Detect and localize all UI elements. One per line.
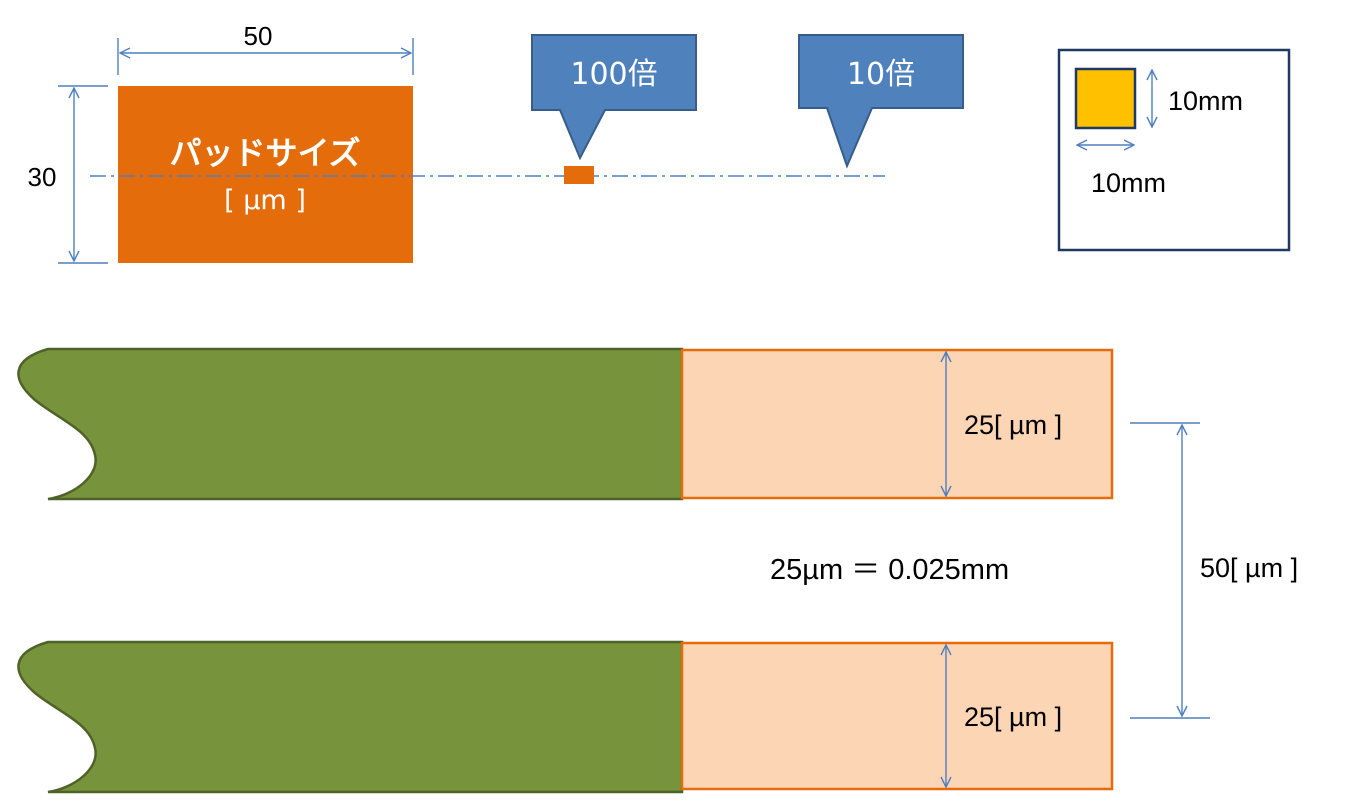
scaled-pad-small	[564, 166, 594, 184]
trace-bottom-pad	[680, 641, 1114, 791]
reference-box-group: 10mm 10mm	[1057, 48, 1291, 252]
pitch-dimension: 50[ µm ]	[1130, 422, 1298, 719]
pad-rectangle	[118, 86, 413, 263]
callout-100x-label: 100倍	[570, 57, 657, 92]
callout-100x-shape	[531, 34, 697, 161]
trace-top: 25[ µm ]	[17, 347, 1114, 501]
callout-100x: 100倍	[531, 34, 697, 161]
pitch-label: 50[ µm ]	[1200, 553, 1298, 583]
trace-top-pad	[680, 348, 1114, 500]
trace-top-body	[17, 347, 684, 501]
pad-unit: [ µm ]	[224, 185, 306, 216]
reference-square	[1074, 67, 1137, 130]
trace-top-height-label: 25[ µm ]	[964, 410, 1062, 440]
pad-width-label: 50	[244, 21, 273, 51]
callout-10x-label: 10倍	[847, 57, 915, 92]
trace-bottom-height-label: 25[ µm ]	[964, 702, 1062, 732]
pad-size-group: 50 30 パッドサイズ [ µm ]	[28, 21, 885, 264]
reference-width-label: 10mm	[1091, 168, 1166, 198]
callout-10x-shape	[798, 34, 964, 169]
pad-title: パッドサイズ	[169, 134, 360, 172]
reference-height-label: 10mm	[1168, 86, 1243, 116]
callout-10x: 10倍	[798, 34, 964, 169]
pad-height-label: 30	[28, 162, 57, 192]
trace-bottom: 25[ µm ]	[17, 640, 1114, 794]
trace-bottom-body	[17, 640, 684, 794]
conversion-note: 25µm ＝ 0.025mm	[770, 554, 1009, 586]
